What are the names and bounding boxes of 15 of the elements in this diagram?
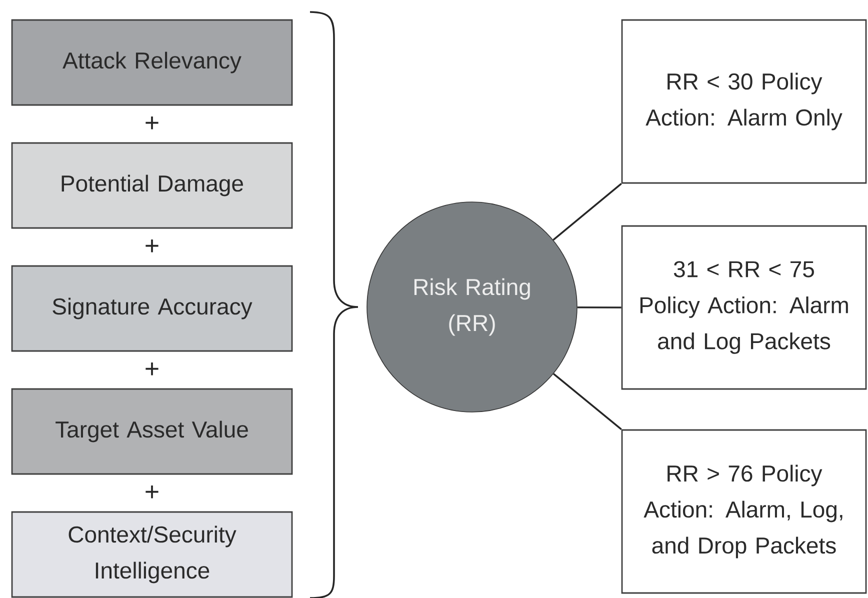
factor-box: Target Asset Value — [11, 388, 293, 475]
factor-box: Potential Damage — [11, 142, 293, 229]
connector-line — [577, 306, 622, 308]
plus-sign: + — [146, 486, 158, 498]
factor-box: Context/Security Intelligence — [11, 511, 293, 598]
plus-sign: + — [146, 362, 158, 376]
factor-box: RR > 76 Policy Action: Alarm, Log, and Drop Packets — [621, 429, 867, 594]
factor-box: RR < 30 Policy Action: Alarm Only — [621, 19, 867, 184]
plus-sign: + — [146, 116, 158, 130]
factor-box: Attack Relevancy — [11, 19, 293, 106]
connector-line — [552, 373, 622, 430]
plus-sign: + — [146, 240, 158, 252]
factor-box: 31 < RR < 75 Policy Action: Alarm and Log Packets — [621, 225, 867, 390]
factor-box: Signature Accuracy — [11, 265, 293, 352]
connector-line — [552, 183, 622, 241]
